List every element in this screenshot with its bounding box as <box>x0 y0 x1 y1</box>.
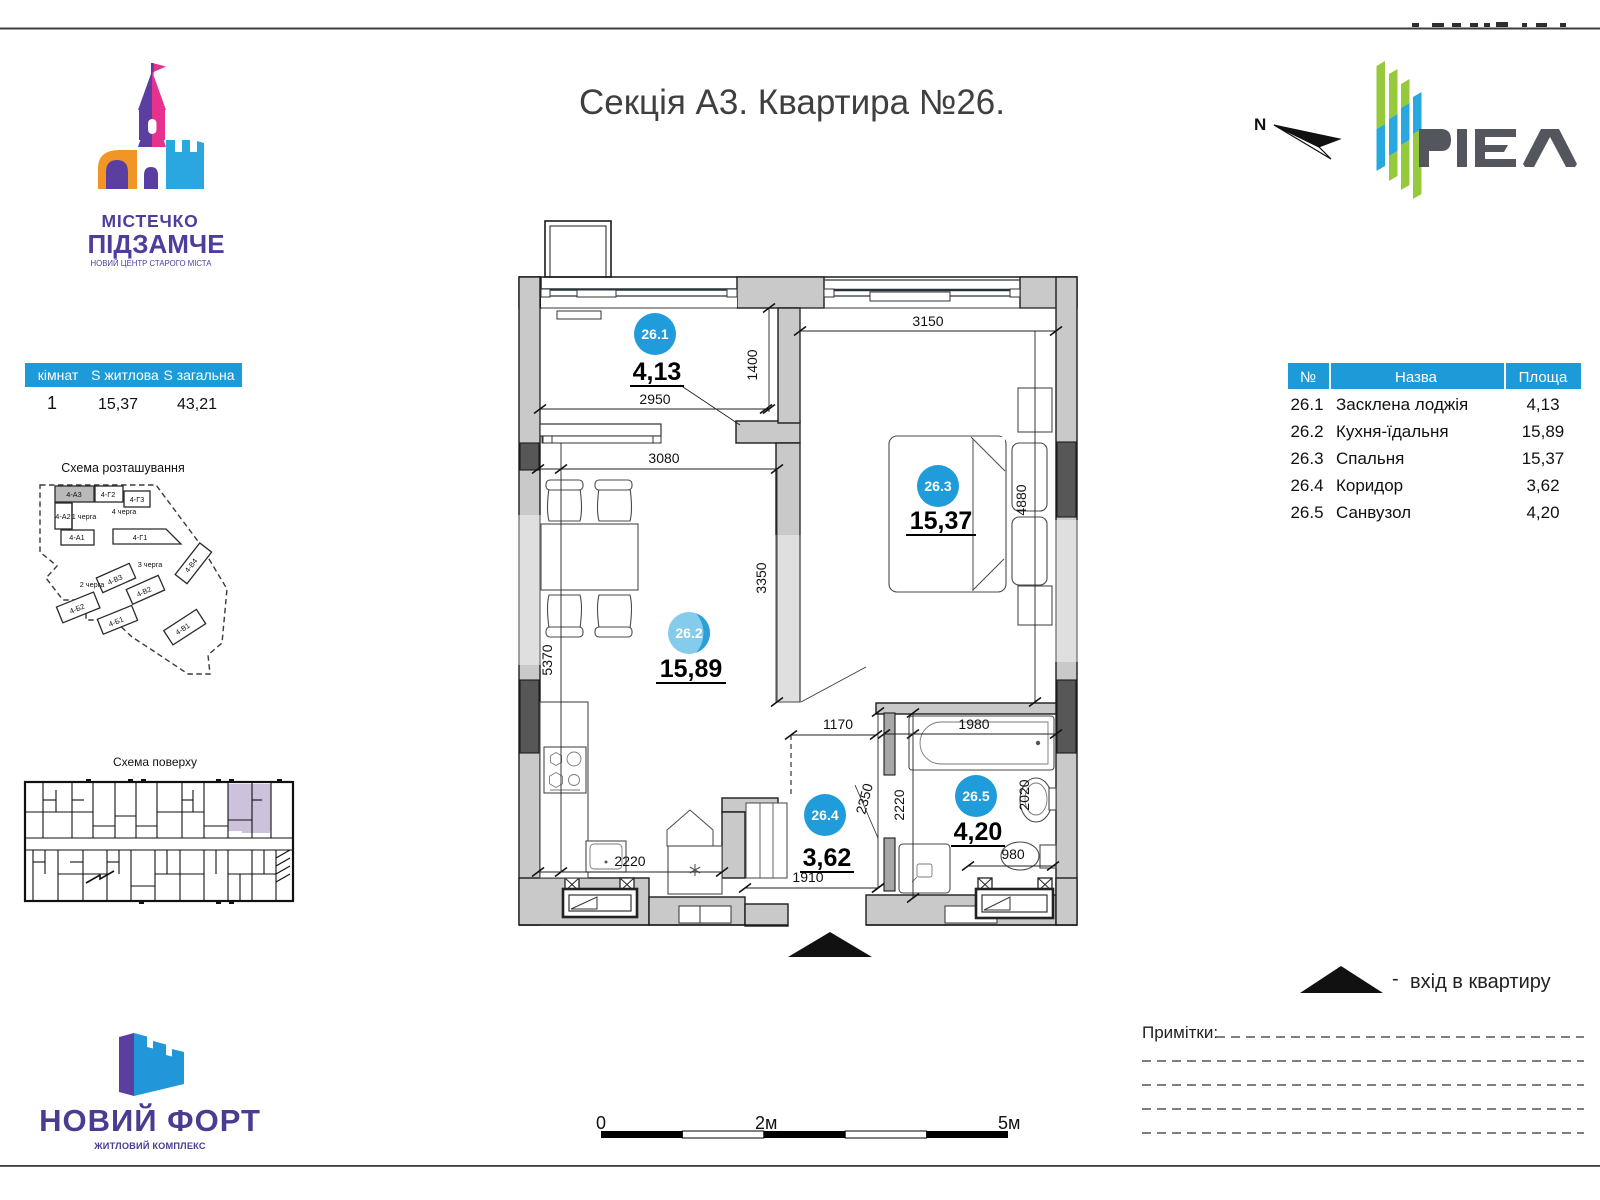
svg-text:2 черга: 2 черга <box>80 580 106 589</box>
svg-text:43,21: 43,21 <box>177 396 217 413</box>
svg-text:Назва: Назва <box>1395 369 1438 386</box>
svg-text:26.4: 26.4 <box>1290 476 1323 495</box>
svg-text:5370: 5370 <box>539 644 555 675</box>
svg-text:4,13: 4,13 <box>1526 395 1559 414</box>
svg-text:5м: 5м <box>998 1113 1020 1133</box>
svg-text:вхід в квартиру: вхід в квартиру <box>1410 971 1551 993</box>
svg-text:4-Г1: 4-Г1 <box>133 533 148 542</box>
svg-text:N: N <box>1254 115 1266 134</box>
svg-text:3350: 3350 <box>753 562 769 593</box>
svg-text:26.1: 26.1 <box>641 326 668 342</box>
svg-text:1 черга: 1 черга <box>72 512 98 521</box>
svg-text:НОВИЙ ЦЕНТР СТАРОГО МІСТА: НОВИЙ ЦЕНТР СТАРОГО МІСТА <box>91 259 213 268</box>
svg-text:26.2: 26.2 <box>1290 422 1323 441</box>
svg-text:15,37: 15,37 <box>1522 449 1565 468</box>
svg-text:3,62: 3,62 <box>803 844 852 872</box>
svg-text:2020: 2020 <box>1016 779 1032 810</box>
svg-text:Примітки:: Примітки: <box>1142 1023 1218 1042</box>
svg-text:3 черга: 3 черга <box>138 560 164 569</box>
svg-text:4 черга: 4 черга <box>112 507 138 516</box>
svg-text:Схема поверху: Схема поверху <box>113 755 197 769</box>
svg-text:15,89: 15,89 <box>1522 422 1565 441</box>
svg-text:4-А3: 4-А3 <box>66 490 81 499</box>
svg-text:S житлова: S житлова <box>91 367 159 383</box>
svg-text:Санвузол: Санвузол <box>1336 503 1411 522</box>
svg-text:4,13: 4,13 <box>633 358 682 386</box>
svg-text:26.3: 26.3 <box>924 478 951 494</box>
svg-text:Коридор: Коридор <box>1336 476 1403 495</box>
svg-text:15,37: 15,37 <box>910 507 973 535</box>
svg-text:НОВИЙ ФОРТ: НОВИЙ ФОРТ <box>39 1102 261 1138</box>
svg-text:2220: 2220 <box>891 789 907 820</box>
svg-text:4,20: 4,20 <box>1526 503 1559 522</box>
svg-text:15,89: 15,89 <box>660 655 723 683</box>
svg-text:1400: 1400 <box>744 349 760 380</box>
svg-text:ПІДЗАМЧЕ: ПІДЗАМЧЕ <box>87 229 224 259</box>
svg-text:4-А1: 4-А1 <box>69 533 84 542</box>
svg-text:№: № <box>1300 369 1316 386</box>
svg-text:Секція А3. Квартира №26.: Секція А3. Квартира №26. <box>579 83 1005 122</box>
svg-text:3080: 3080 <box>648 450 679 466</box>
svg-text:4-Г3: 4-Г3 <box>130 495 145 504</box>
svg-text:2220: 2220 <box>614 853 645 869</box>
svg-text:4,20: 4,20 <box>954 818 1003 846</box>
svg-text:кімнат: кімнат <box>38 367 79 383</box>
svg-text:3150: 3150 <box>912 313 943 329</box>
svg-text:980: 980 <box>1001 846 1025 862</box>
svg-text:ЖИТЛОВИЙ КОМПЛЕКС: ЖИТЛОВИЙ КОМПЛЕКС <box>93 1140 206 1151</box>
svg-text:S загальна: S загальна <box>164 367 235 383</box>
svg-text:15,37: 15,37 <box>98 396 138 413</box>
svg-text:Схема розташування: Схема розташування <box>61 461 184 475</box>
svg-text:-: - <box>1392 968 1399 990</box>
svg-text:1980: 1980 <box>958 716 989 732</box>
svg-text:2350: 2350 <box>852 781 876 815</box>
svg-text:26.5: 26.5 <box>1290 503 1323 522</box>
svg-text:26.1: 26.1 <box>1290 395 1323 414</box>
svg-text:1: 1 <box>47 393 57 413</box>
svg-text:26.2: 26.2 <box>675 625 702 641</box>
svg-text:2м: 2м <box>755 1113 777 1133</box>
svg-text:4-Г2: 4-Г2 <box>101 490 116 499</box>
svg-text:Засклена лоджія: Засклена лоджія <box>1336 395 1468 414</box>
svg-text:Кухня-їдальня: Кухня-їдальня <box>1336 422 1449 441</box>
svg-text:2950: 2950 <box>639 391 670 407</box>
svg-text:4880: 4880 <box>1013 484 1029 515</box>
svg-text:3,62: 3,62 <box>1526 476 1559 495</box>
svg-text:4-А2: 4-А2 <box>55 512 70 521</box>
svg-text:Спальня: Спальня <box>1336 449 1404 468</box>
svg-text:МІСТЕЧКО: МІСТЕЧКО <box>102 211 199 231</box>
svg-text:Площа: Площа <box>1519 369 1568 386</box>
svg-text:26.3: 26.3 <box>1290 449 1323 468</box>
svg-text:26.5: 26.5 <box>962 788 989 804</box>
svg-text:26.4: 26.4 <box>811 807 838 823</box>
svg-text:0: 0 <box>596 1113 606 1133</box>
svg-text:1170: 1170 <box>823 716 853 732</box>
